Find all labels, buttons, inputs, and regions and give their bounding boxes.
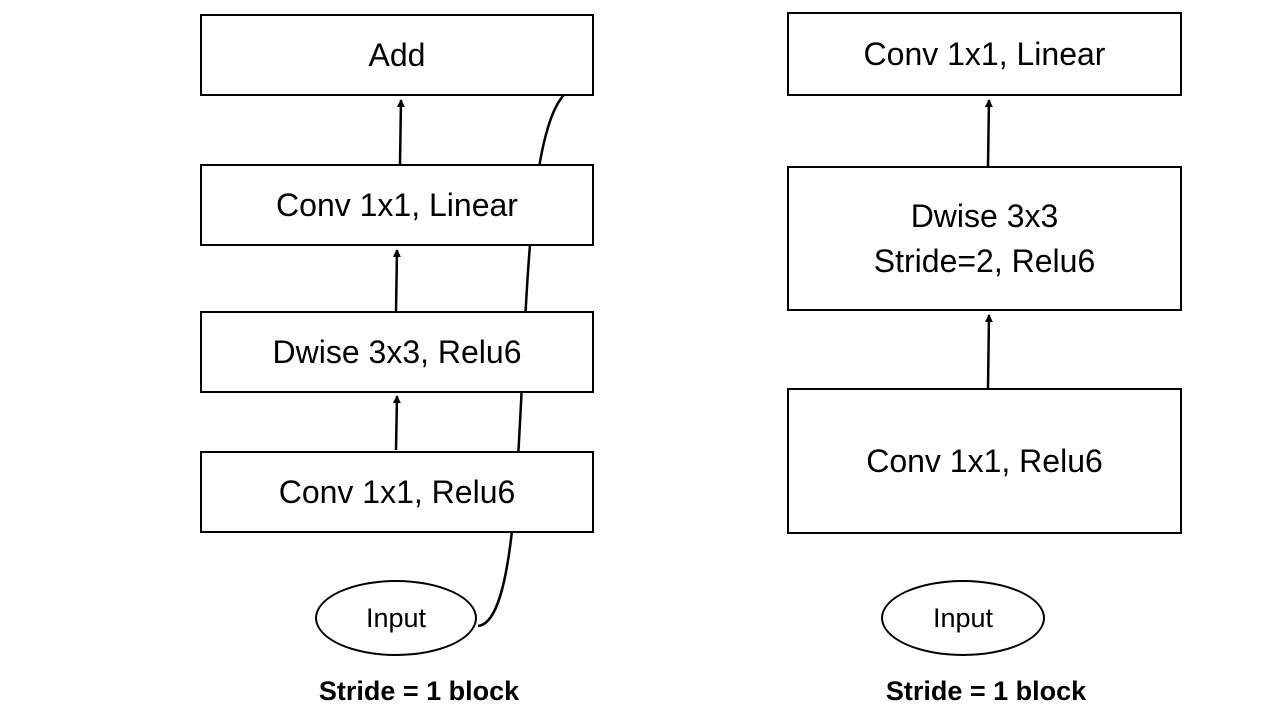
conv-relu6-node: Conv 1x1, Relu6 xyxy=(200,451,594,533)
input-node-right: Input xyxy=(881,580,1045,656)
left-caption: Stride = 1 block xyxy=(318,676,520,706)
conv-linear-node: Conv 1x1, Linear xyxy=(200,164,594,246)
input-node: Input xyxy=(315,580,477,656)
arrow-conv-relu-to-dwise xyxy=(392,395,401,451)
conv-linear-node-label: Conv 1x1, Linear xyxy=(276,186,518,223)
conv-relu6-node-right-label: Conv 1x1, Relu6 xyxy=(866,442,1103,479)
arrow-dwise-to-conv-linear-right xyxy=(984,99,993,167)
dwise-stride2-line1: Dwise 3x3 xyxy=(910,197,1059,234)
add-node: Add xyxy=(200,14,594,96)
arrow-dwise-to-conv-linear xyxy=(392,249,401,313)
arrow-conv-relu-to-dwise-right xyxy=(984,314,993,389)
input-node-right-label: Input xyxy=(932,602,994,633)
add-node-label: Add xyxy=(368,36,426,73)
conv-linear-node-right-label: Conv 1x1, Linear xyxy=(863,35,1106,72)
dwise-relu6-node-label: Dwise 3x3, Relu6 xyxy=(272,333,522,370)
conv-linear-node-right: Conv 1x1, Linear xyxy=(787,12,1182,96)
arrow-conv-linear-to-add xyxy=(396,99,405,165)
right-caption: Stride = 1 block xyxy=(885,676,1087,706)
dwise-stride2-node: Dwise 3x3 Stride=2, Relu6 xyxy=(787,166,1182,311)
conv-relu6-node-label: Conv 1x1, Relu6 xyxy=(278,473,516,510)
input-node-label: Input xyxy=(365,602,427,633)
dwise-stride2-line2: Stride=2, Relu6 xyxy=(873,242,1096,279)
conv-relu6-node-right: Conv 1x1, Relu6 xyxy=(787,388,1182,534)
dwise-relu6-node: Dwise 3x3, Relu6 xyxy=(200,311,594,393)
